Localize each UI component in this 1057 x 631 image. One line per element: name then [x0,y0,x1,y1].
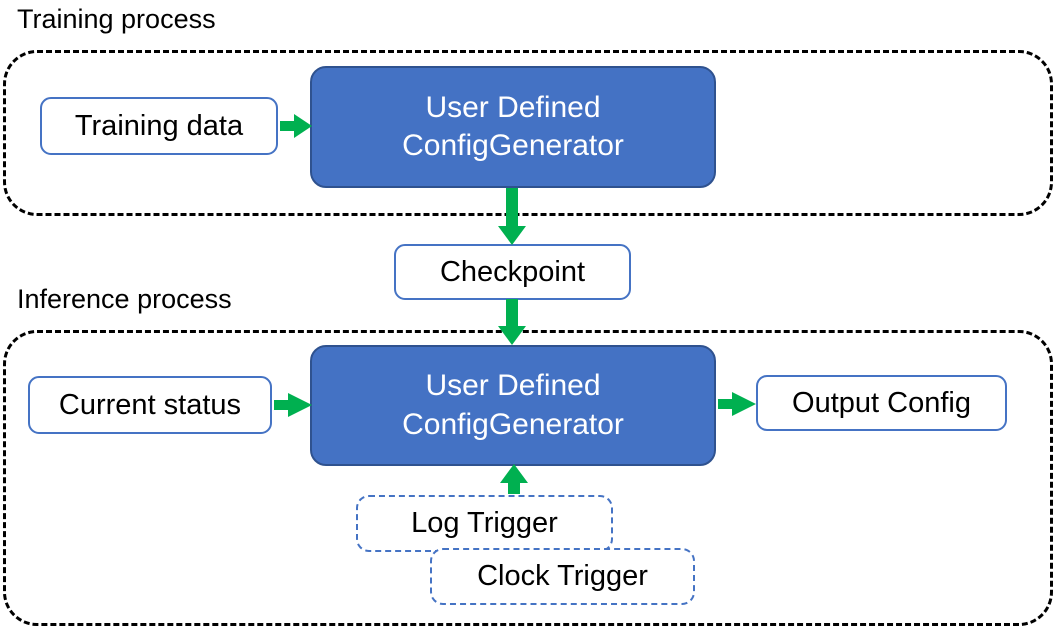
node-generator-inference-line2: ConfigGenerator [402,407,624,441]
node-clock-trigger[interactable]: Clock Trigger [430,548,695,605]
node-generator-training-line2: ConfigGenerator [402,129,624,162]
node-clock-trigger-label: Clock Trigger [477,560,648,593]
node-checkpoint[interactable]: Checkpoint [394,244,631,300]
inference-process-label: Inference process [17,284,232,314]
node-training-data[interactable]: Training data [40,97,278,155]
node-generator-training-line1: User Defined [425,90,601,124]
node-current-status[interactable]: Current status [28,376,272,434]
node-user-defined-configgenerator-training[interactable]: User Defined ConfigGenerator [310,66,716,188]
node-log-trigger[interactable]: Log Trigger [356,495,613,552]
node-output-config[interactable]: Output Config [756,375,1007,431]
node-checkpoint-label: Checkpoint [439,255,586,288]
node-log-trigger-label: Log Trigger [411,507,558,540]
node-user-defined-configgenerator-inference[interactable]: User Defined ConfigGenerator [310,345,716,466]
node-training-data-label: Training data [74,109,244,142]
node-generator-inference-line1: User Defined [425,369,601,403]
node-current-status-label: Current status [58,388,242,421]
node-output-config-label: Output Config [792,386,971,419]
inference-process-container [3,330,1053,626]
training-process-label: Training process [17,4,216,34]
training-process-container [3,50,1053,216]
